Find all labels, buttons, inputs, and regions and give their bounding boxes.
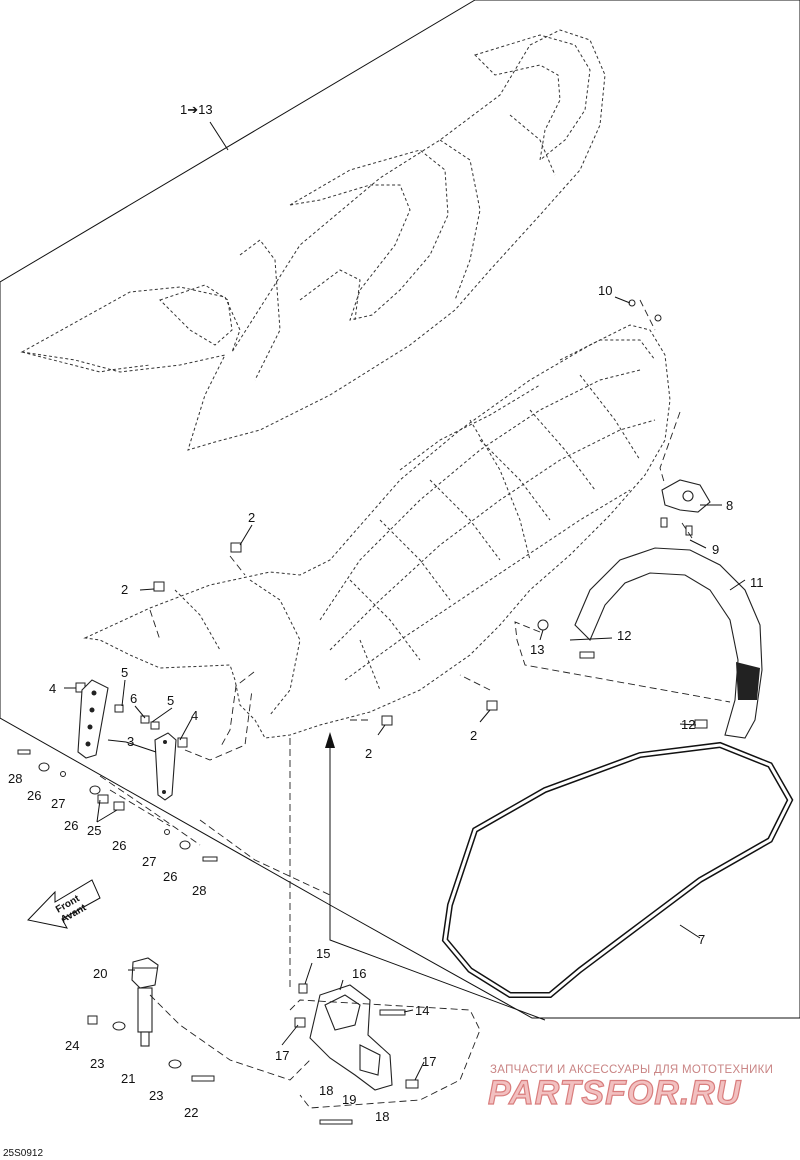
callout-20: 20	[93, 966, 107, 981]
callout-4-left: 4	[49, 681, 56, 696]
assembly-group-frame	[0, 0, 800, 1019]
callout-12-lower: 12	[681, 717, 695, 732]
watermark-tagline: ЗАПЧАСТИ И АКСЕССУАРЫ ДЛЯ МОТОТЕХНИКИ	[490, 1064, 773, 1076]
callout-12-upper: 12	[617, 628, 631, 643]
callout-6: 6	[130, 691, 137, 706]
callout-8: 8	[726, 498, 733, 513]
callout-11: 11	[750, 575, 764, 590]
callout-26-mid: 26	[64, 818, 78, 833]
drawing-code: 25S0912	[3, 1148, 43, 1159]
callout-13: 13	[530, 642, 544, 657]
callout-18-top: 18	[319, 1083, 333, 1098]
callout-labels: 1➔13 10 8 9 2 2 2 2 11 12 13 12 4 4 5 5 …	[8, 102, 764, 1124]
callout-9: 9	[712, 542, 719, 557]
callout-2-top: 2	[248, 510, 255, 525]
callout-26-left: 26	[27, 788, 41, 803]
callout-15: 15	[316, 946, 330, 961]
callout-17-right: 17	[422, 1054, 436, 1069]
callout-23-left: 23	[90, 1056, 104, 1071]
callout-26-right: 26	[163, 869, 177, 884]
callout-2-left: 2	[121, 582, 128, 597]
support-links	[77, 679, 177, 801]
latch-part	[661, 479, 711, 513]
seat-strap	[574, 547, 763, 739]
callout-3: 3	[127, 734, 134, 749]
callout-2-bottom: 2	[365, 746, 372, 761]
callout-26-center: 26	[112, 838, 126, 853]
callout-leaders	[64, 121, 746, 1081]
watermark-brand: PARTSFOR.RU	[488, 1074, 742, 1112]
callout-27-right: 27	[142, 854, 156, 869]
seat-frame-drawing	[83, 324, 671, 739]
callout-14: 14	[415, 1003, 429, 1018]
callout-10: 10	[598, 283, 612, 298]
watermark: ЗАПЧАСТИ И АКСЕССУАРЫ ДЛЯ МОТОТЕХНИКИ PA…	[487, 1064, 773, 1113]
callout-25: 25	[87, 823, 101, 838]
bracket-part	[309, 984, 393, 1091]
callout-16: 16	[352, 966, 366, 981]
front-direction-arrow: Front Avant	[27, 879, 101, 929]
callout-2-right: 2	[470, 728, 477, 743]
callout-21: 21	[121, 1071, 135, 1086]
callout-7: 7	[698, 932, 705, 947]
callout-5-right: 5	[167, 693, 174, 708]
assembly-lines	[99, 299, 731, 1109]
callout-5-left: 5	[121, 665, 128, 680]
callout-4-right: 4	[191, 708, 198, 723]
callout-28-right: 28	[192, 883, 206, 898]
seat-cover-drawing	[20, 29, 606, 451]
callout-27-left: 27	[51, 796, 65, 811]
seat-seal	[441, 741, 794, 998]
callout-22: 22	[184, 1105, 198, 1120]
callout-18-bottom: 18	[375, 1109, 389, 1124]
callout-1-13: 1➔13	[180, 102, 213, 117]
callout-19: 19	[342, 1092, 356, 1107]
gas-spring	[131, 957, 159, 1047]
callout-17-left: 17	[275, 1048, 289, 1063]
callout-28-left: 28	[8, 771, 22, 786]
callout-23-right: 23	[149, 1088, 163, 1103]
callout-24: 24	[65, 1038, 79, 1053]
